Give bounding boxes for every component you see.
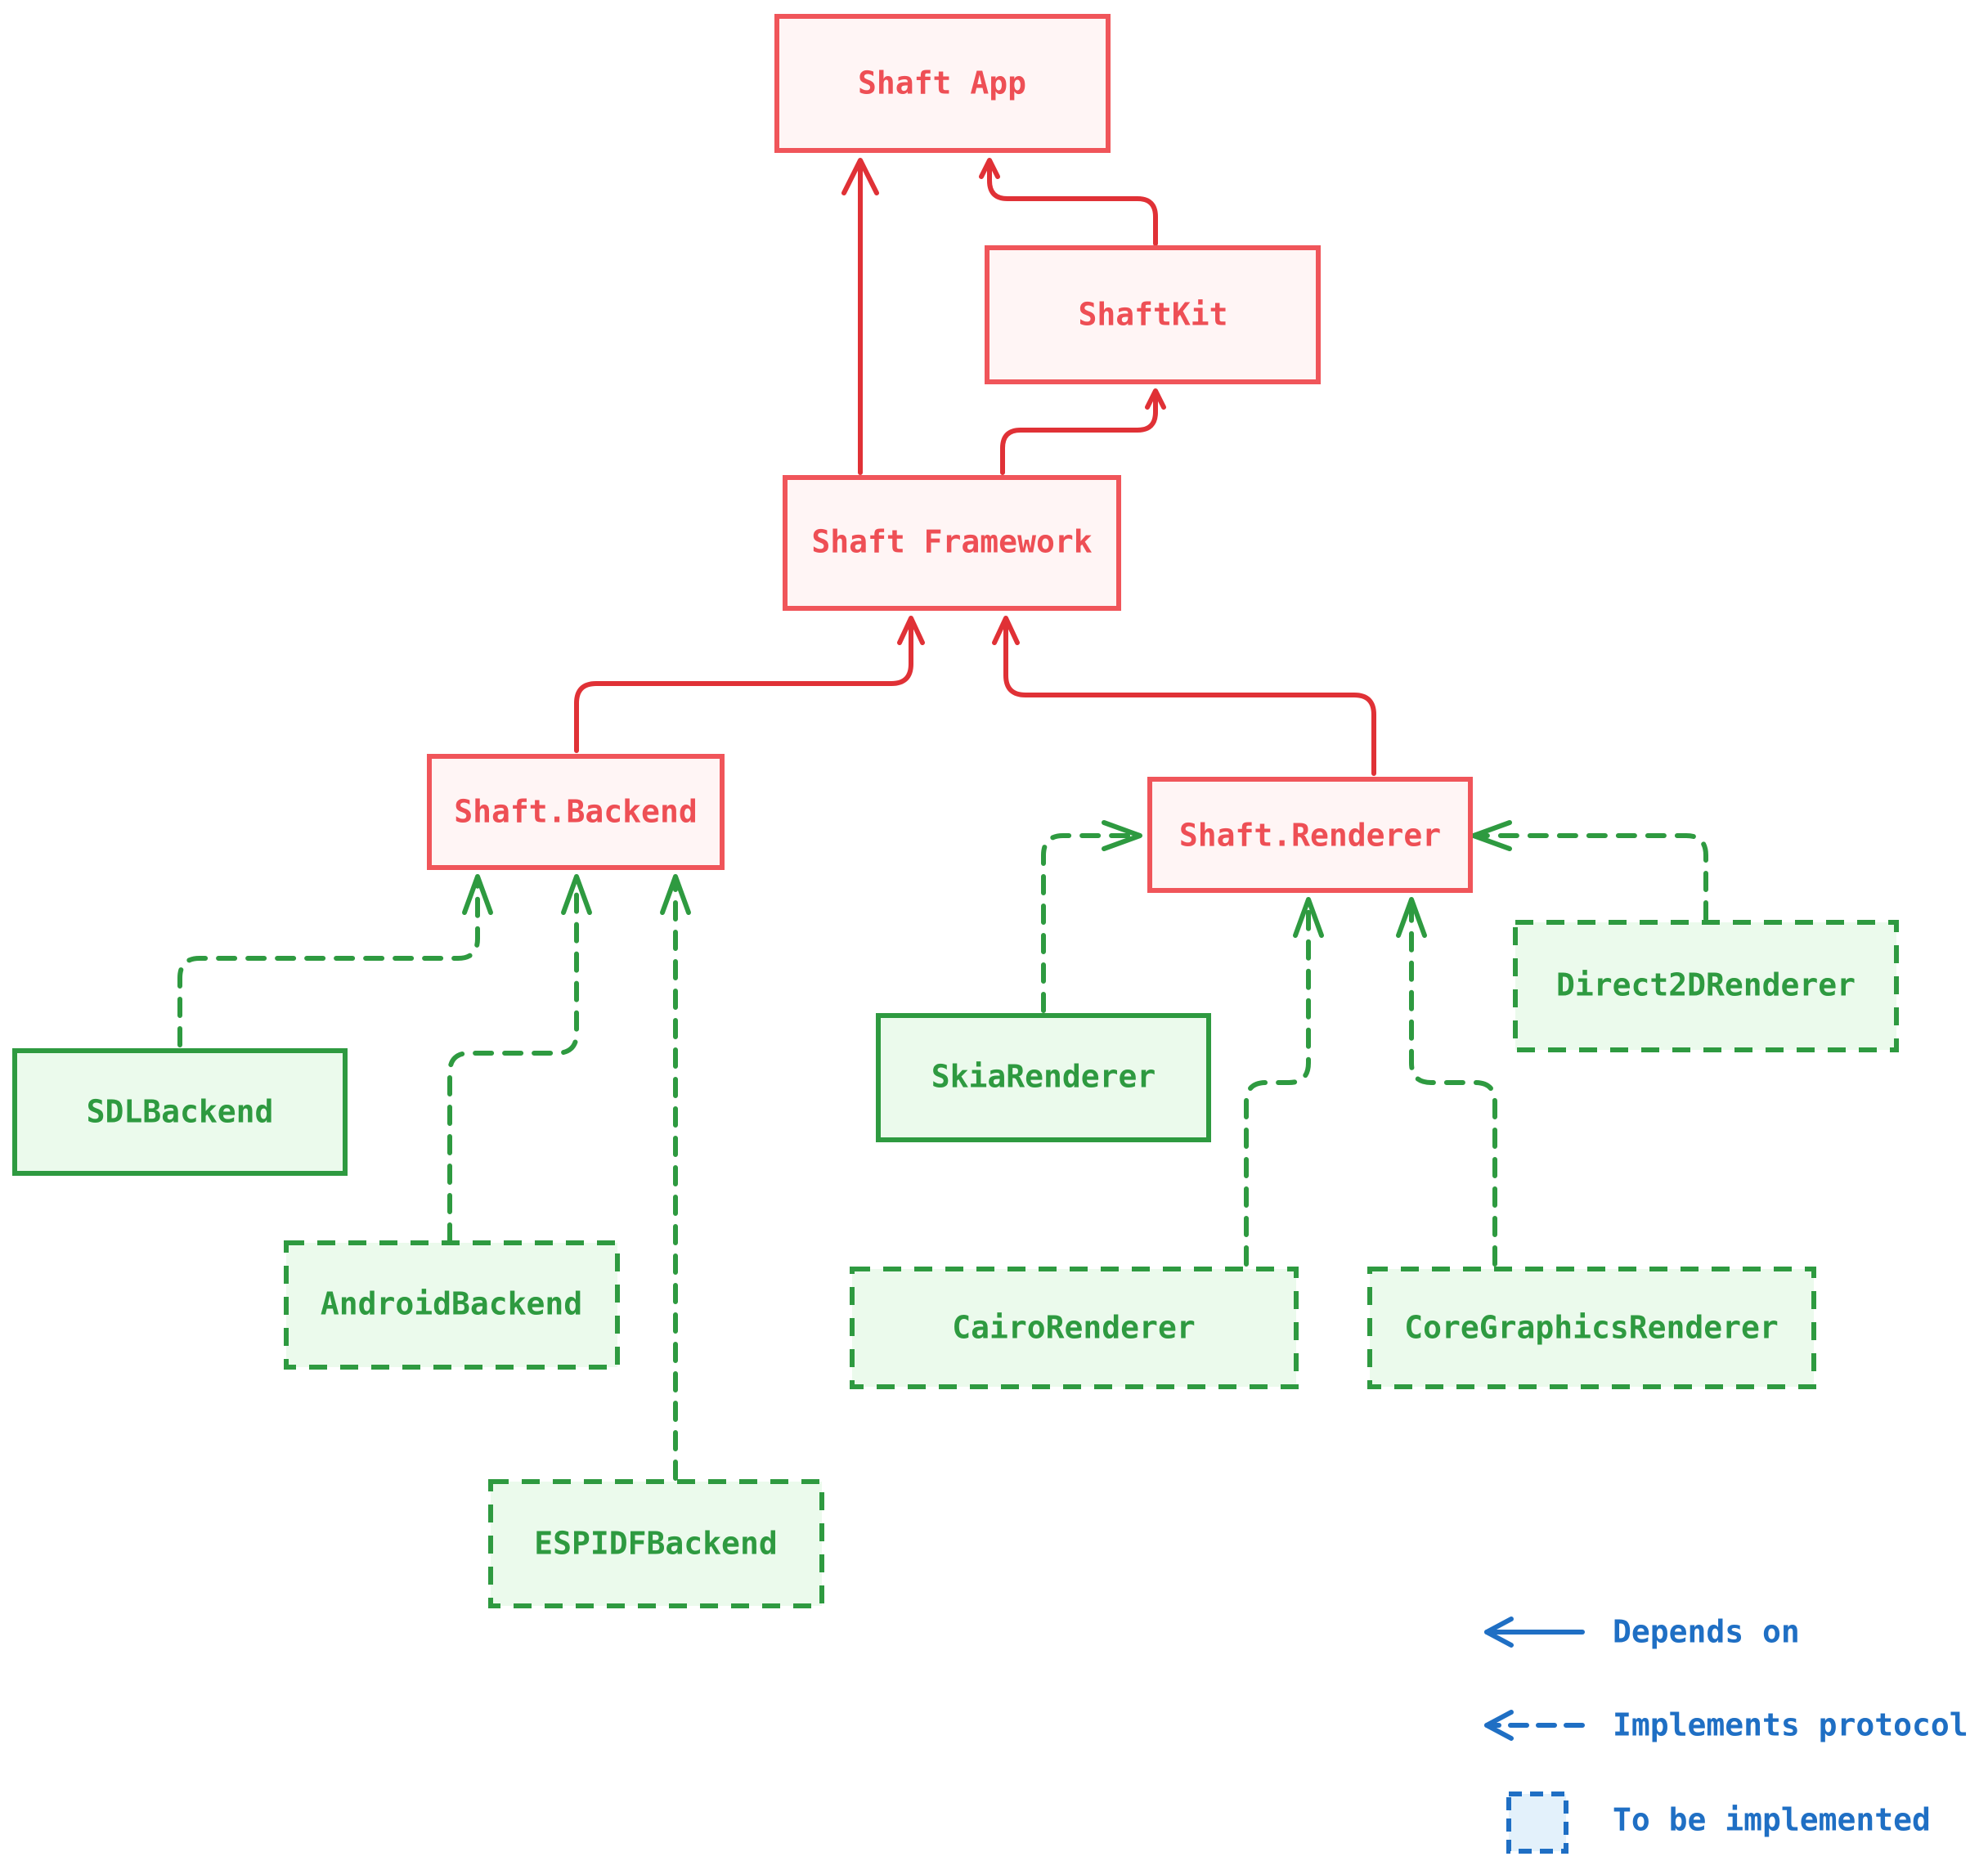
node-label: Shaft.Renderer — [1179, 818, 1441, 854]
edge-shaftkit-to-app — [987, 159, 1158, 246]
arrowhead-skia-to-renderer — [1102, 820, 1142, 851]
edge-cairo-to-renderer — [1244, 904, 1311, 1267]
node-direct2d-renderer[interactable]: Direct2DRenderer — [1513, 920, 1899, 1052]
legend: Depends on Implements protocol To be imp… — [1484, 1614, 1968, 1854]
dashed-arrow-icon — [1484, 1710, 1585, 1741]
node-label: SkiaRenderer — [931, 1059, 1156, 1095]
node-sdl-backend[interactable]: SDLBackend — [12, 1048, 348, 1176]
node-shaft-backend[interactable]: Shaft.Backend — [427, 754, 725, 870]
node-label: CoreGraphicsRenderer — [1404, 1310, 1779, 1346]
node-label: AndroidBackend — [321, 1286, 582, 1322]
dependency-edges — [574, 158, 1376, 776]
node-label: ShaftKit — [1078, 297, 1227, 333]
edge-framework-to-shaftkit — [1000, 392, 1158, 475]
edge-backend-to-framework — [574, 619, 913, 753]
node-shaft-app[interactable]: Shaft App — [774, 14, 1111, 153]
arrowhead-backend-to-framework — [897, 616, 925, 645]
arrowhead-renderer-to-framework — [992, 616, 1020, 645]
edge-sdl-to-backend — [177, 881, 480, 1047]
node-label: Shaft Framework — [811, 524, 1092, 560]
legend-item-depends-on: Depends on — [1484, 1614, 1800, 1650]
node-label: Direct2DRenderer — [1556, 967, 1856, 1003]
arrowhead-shaftkit-to-app — [979, 158, 1000, 179]
node-shaftkit[interactable]: ShaftKit — [985, 245, 1321, 384]
arrowhead-framework-to-app — [841, 158, 879, 195]
legend-item-to-be-implemented: To be implemented — [1506, 1791, 1931, 1854]
edge-android-to-backend — [447, 881, 579, 1244]
arrowhead-framework-to-shaftkit — [1145, 388, 1166, 410]
node-label: Shaft App — [858, 65, 1026, 101]
edge-skia-to-renderer — [1041, 833, 1136, 1013]
dashed-box-icon — [1506, 1791, 1568, 1854]
node-label: SDLBackend — [87, 1094, 274, 1130]
edge-coregraphics-to-renderer — [1409, 904, 1497, 1267]
arrowhead-cairo-to-renderer — [1293, 897, 1324, 938]
node-label: ESPIDFBackend — [534, 1526, 777, 1562]
node-label: CairoRenderer — [952, 1310, 1195, 1346]
arrowhead-coregraphics-to-renderer — [1396, 897, 1427, 938]
solid-arrow-icon — [1484, 1617, 1585, 1648]
node-label: Shaft.Backend — [454, 794, 697, 830]
node-coregraphics-renderer[interactable]: CoreGraphicsRenderer — [1367, 1267, 1816, 1389]
edge-renderer-to-framework — [1003, 619, 1376, 776]
arrowhead-sdl-to-backend — [462, 874, 493, 915]
legend-label: Implements protocol — [1613, 1707, 1968, 1743]
arrowhead-espidf-to-backend — [660, 874, 691, 915]
node-cairo-renderer[interactable]: CairoRenderer — [850, 1267, 1299, 1389]
legend-item-implements-protocol: Implements protocol — [1484, 1707, 1968, 1743]
implementation-edges — [177, 820, 1708, 1481]
legend-label: To be implemented — [1613, 1802, 1931, 1838]
node-shaft-renderer[interactable]: Shaft.Renderer — [1147, 777, 1473, 893]
legend-label: Depends on — [1613, 1614, 1800, 1650]
arrowhead-android-to-backend — [561, 874, 592, 915]
node-shaft-framework[interactable]: Shaft Framework — [783, 475, 1121, 611]
edge-direct2d-to-renderer — [1478, 833, 1708, 922]
node-android-backend[interactable]: AndroidBackend — [284, 1240, 620, 1370]
node-espidf-backend[interactable]: ESPIDFBackend — [488, 1479, 824, 1608]
node-skia-renderer[interactable]: SkiaRenderer — [876, 1013, 1211, 1142]
arrowhead-direct2d-to-renderer — [1471, 820, 1512, 851]
